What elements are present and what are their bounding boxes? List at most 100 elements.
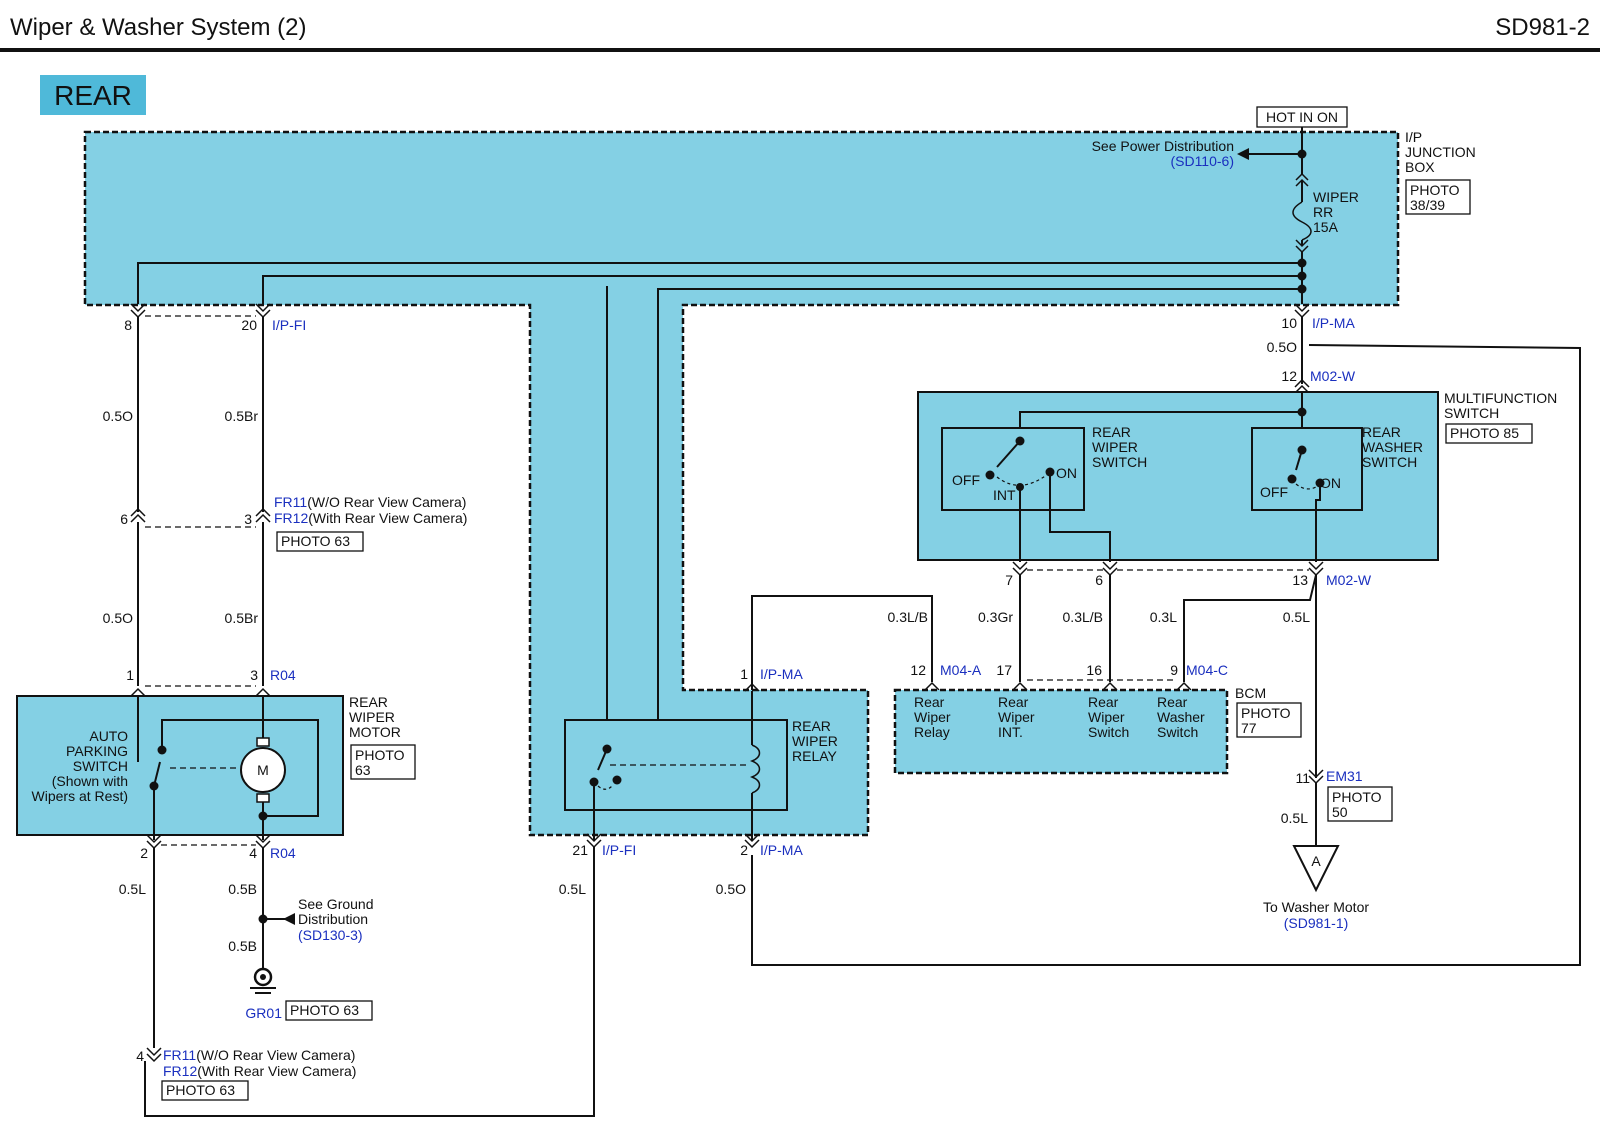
bcm-rear-wiper-relay-2: Wiper — [914, 709, 951, 725]
ip-junction-box — [83, 130, 1400, 837]
multifunction-photo-box — [1445, 423, 1533, 444]
fuse-label-2: RR — [1313, 204, 1333, 220]
fuse-label-3: 15A — [1313, 219, 1339, 235]
junction-box-photo-box — [1405, 179, 1471, 215]
pin3-fr-label: 3 — [244, 511, 252, 527]
pin2-r04-label: 2 — [140, 845, 148, 861]
pin20-label: 20 — [241, 317, 257, 333]
section-rear: REAR — [40, 75, 146, 115]
relay-coil-icon — [749, 744, 761, 794]
pin3-r04-connector-icon — [255, 687, 271, 697]
pin9-label: 9 — [1170, 662, 1178, 678]
aps-label-5: Wipers at Rest) — [32, 788, 128, 804]
pin13-connector-icon — [1308, 561, 1324, 577]
fr12-top-note: (With Rear View Camera) — [308, 510, 467, 526]
rear-wiper-motor — [16, 695, 344, 836]
bcm-photo-2: 77 — [1241, 720, 1257, 736]
fr11-top-code: FR11 — [274, 494, 307, 510]
wiper-switch-int-label: INT — [993, 487, 1016, 503]
washer-switch-off-label: OFF — [1260, 484, 1288, 500]
jb-wire-to-pin20 — [262, 275, 1302, 304]
bcm-rear-wiper-switch-1: Rear — [1088, 694, 1119, 710]
bcm-rear-wiper-int-2: Wiper — [998, 709, 1035, 725]
junction-box-photo-2: 38/39 — [1410, 197, 1445, 213]
rear-washer-switch — [1251, 427, 1363, 511]
pin3-r04-label: 3 — [250, 667, 258, 683]
fr11-bottom-code: FR11 — [163, 1047, 196, 1063]
r04-top-label: R04 — [270, 667, 296, 683]
wire-05l-em31-label: 0.5L — [1281, 810, 1308, 826]
wiper-switch-on-label: ON — [1056, 465, 1077, 481]
bcm-photo-box — [1236, 702, 1302, 738]
r04-bottom-label: R04 — [270, 845, 296, 861]
gr01-photo: PHOTO 63 — [290, 1002, 359, 1018]
pin4-fr-connector-icon — [146, 1047, 162, 1063]
pin11-label: 11 — [1295, 770, 1310, 786]
ip-ma-top-label: I/P-MA — [1312, 315, 1355, 331]
wire-03lb-a-label: 0.3L/B — [888, 609, 928, 625]
motor-m-label: M — [257, 762, 269, 778]
multifunction-label-1: MULTIFUNCTION — [1444, 390, 1557, 406]
gr01-photo-box — [285, 1000, 373, 1021]
motor-brush-bottom — [256, 793, 270, 803]
washer-motor-ref-triangle — [1292, 845, 1340, 893]
relay-label-3: RELAY — [792, 748, 838, 764]
wire-05l-relay-label: 0.5L — [559, 881, 586, 897]
wire-05b-a-label: 0.5B — [228, 881, 257, 897]
wiper-switch-off-dot — [985, 470, 995, 480]
rear-washer-switch-label-2: WASHER — [1362, 439, 1423, 455]
washer-switch-arc — [1295, 483, 1317, 490]
pin3-fr-connector-icon — [255, 507, 271, 523]
bcm-rear-wiper-relay-3: Relay — [914, 724, 950, 740]
wire-03lb-a — [751, 595, 933, 690]
wire-05o-top-label: 0.5O — [1267, 339, 1297, 355]
relay-switch-blade — [597, 748, 608, 771]
pin13-label: 13 — [1292, 572, 1308, 588]
wire-03l-label: 0.3L — [1150, 609, 1177, 625]
ip-ma-relay-bottom-label: I/P-MA — [760, 842, 803, 858]
fr12-bottom-code: FR12 — [163, 1063, 197, 1079]
pin6-fr-label: 6 — [120, 511, 128, 527]
fuse-label-1: WIPER — [1313, 189, 1359, 205]
diagram-code: SD981-2 — [1495, 14, 1590, 41]
bcm-rear-wiper-switch-2: Wiper — [1088, 709, 1125, 725]
em31-photo-box — [1327, 786, 1393, 822]
gr01-label: GR01 — [245, 1005, 282, 1021]
fr12-top-code: FR12 — [274, 510, 308, 526]
bcm-rear-washer-switch-2: Washer — [1157, 709, 1205, 725]
aps-label-1: AUTO — [89, 728, 128, 744]
motor-label-1: REAR — [349, 694, 388, 710]
ip-ma-relay-top-label: I/P-MA — [760, 666, 803, 682]
relay-bottom-pins: 21 I/P-FI 2 I/P-MA — [572, 833, 803, 858]
fr12-bottom-note: (With Rear View Camera) — [197, 1063, 356, 1079]
pin16-label: 16 — [1086, 662, 1102, 678]
m02w-bottom-label: M02-W — [1326, 572, 1372, 588]
pin12-m02w-connector-icon — [1294, 378, 1310, 394]
pin10-label: 10 — [1281, 315, 1297, 331]
wiper-switch-arc — [996, 473, 1049, 486]
relay-switch-arc — [597, 784, 614, 790]
see-power-distribution-ref: (SD110-6) — [1170, 153, 1234, 169]
section-rear-label: REAR — [54, 80, 132, 111]
motor-photo-2: 63 — [355, 762, 371, 778]
jb-wire-to-pin8 — [137, 262, 1302, 304]
rear-washer-switch-label-1: REAR — [1362, 424, 1401, 440]
pin7-connector-icon — [1012, 561, 1028, 577]
fr11-top-note: (W/O Rear View Camera) — [307, 494, 466, 510]
bcm-photo-1: PHOTO — [1241, 705, 1291, 721]
header: Wiper & Washer System (2) SD981-2 — [0, 14, 1600, 52]
pin1-ip-ma-label: 1 — [740, 666, 748, 682]
wire-05br-upper-label: 0.5Br — [225, 408, 259, 424]
motor-label-3: MOTOR — [349, 724, 401, 740]
washer-on-wire — [1315, 483, 1321, 562]
section-rear-badge — [40, 75, 146, 115]
rear-wiper-switch-label-2: WIPER — [1092, 439, 1138, 455]
fuse-wiper-rr: WIPER RR 15A — [1292, 172, 1359, 254]
rear-wiper-switch-label-1: REAR — [1092, 424, 1131, 440]
motor-label-2: WIPER — [349, 709, 395, 725]
washer-switch-blade — [1295, 449, 1303, 471]
bcm-rear-wiper-int-1: Rear — [998, 694, 1029, 710]
relay-switch-no-dot — [612, 775, 622, 785]
m02w-top-label: M02-W — [1310, 368, 1356, 384]
pin10-connector-icon — [1294, 303, 1310, 319]
